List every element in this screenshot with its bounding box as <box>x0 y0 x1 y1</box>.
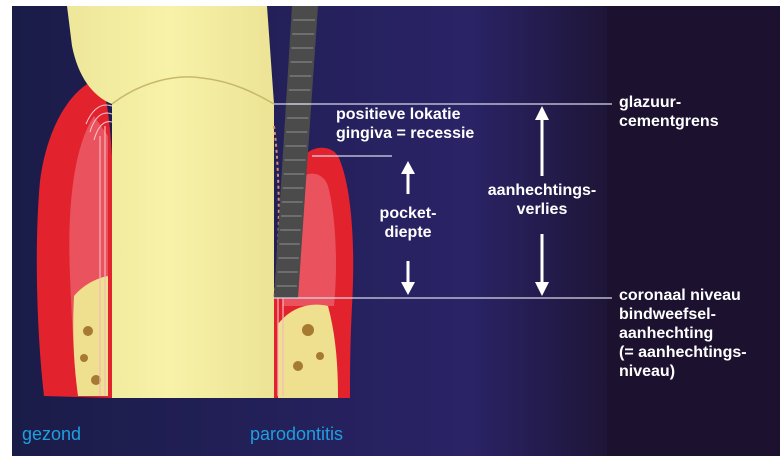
label-panel-background <box>607 6 780 456</box>
attachment-level-label: coronaal niveau bindweefsel- aanhechting… <box>619 286 747 381</box>
attachment-level-line: bindweefsel- <box>619 305 747 324</box>
bone-marrow-spot <box>293 361 303 371</box>
pocket-depth-line: diepte <box>378 223 438 242</box>
positive-location-line: positieve lokatie <box>336 105 474 124</box>
attachment-level-line: (= aanhechtings- <box>619 343 747 362</box>
positive-location-line: gingiva = recessie <box>336 124 474 143</box>
attachment-loss-line: aanhechtings- <box>474 181 610 200</box>
healthy-bone <box>73 276 108 396</box>
periodontitis-bone <box>278 305 338 398</box>
cej-label-line: glazuur- <box>619 93 719 112</box>
positive-location-label: positieve lokatie gingiva = recessie <box>336 105 474 143</box>
bone-marrow-spot <box>80 354 88 362</box>
periodontitis-caption: parodontitis <box>250 424 343 444</box>
bone-marrow-spot <box>316 352 324 360</box>
cej-label-line: cementgrens <box>619 112 719 131</box>
attachment-loss-label: aanhechtings- verlies <box>474 181 610 219</box>
attachment-level-line: aanhechting <box>619 324 747 343</box>
bone-marrow-spot <box>302 324 314 336</box>
pocket-depth-label: pocket- diepte <box>378 204 438 242</box>
diagram-frame: glazuur- cementgrens positieve lokatie g… <box>12 6 780 456</box>
cej-label: glazuur- cementgrens <box>619 93 719 131</box>
bone-marrow-spot <box>83 326 93 336</box>
attachment-loss-line: verlies <box>474 200 610 219</box>
pocket-depth-line: pocket- <box>378 204 438 223</box>
attachment-level-line: coronaal niveau <box>619 286 747 305</box>
attachment-level-line: niveau) <box>619 362 747 381</box>
healthy-caption: gezond <box>22 424 81 444</box>
